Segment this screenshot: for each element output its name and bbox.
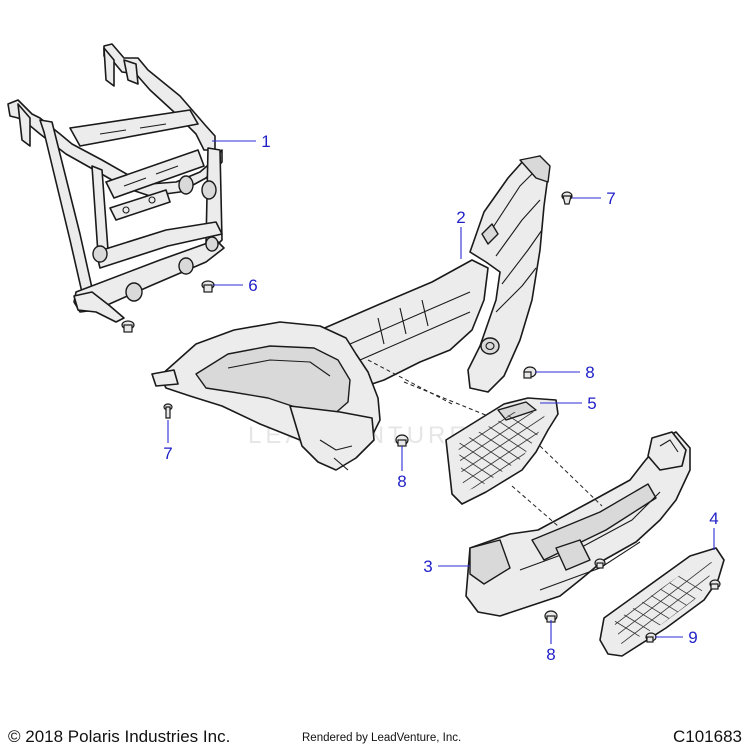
fastener-7-left[interactable] xyxy=(163,403,173,419)
callout-number-7[interactable]: 7 xyxy=(163,444,172,463)
part-1-bumper-frame[interactable] xyxy=(7,43,225,323)
fastener-6[interactable] xyxy=(201,280,215,293)
callout-number-7[interactable]: 7 xyxy=(606,189,615,208)
rendered-by-credit: Rendered by LeadVenture, Inc. xyxy=(302,732,462,744)
callout-number-8[interactable]: 8 xyxy=(397,472,406,491)
callout-number-8[interactable]: 8 xyxy=(546,645,555,664)
assembly-dashed-lines xyxy=(367,359,603,527)
fastener-8-center[interactable] xyxy=(395,434,409,447)
fastener-9[interactable] xyxy=(645,632,657,643)
part-3-lower-valance[interactable] xyxy=(465,431,691,617)
part-2-main-bumper[interactable] xyxy=(151,155,551,471)
fastener-bottom-frame[interactable] xyxy=(121,320,135,333)
part-5-grille[interactable] xyxy=(440,370,560,534)
fastener-grille-right[interactable] xyxy=(709,579,721,590)
callout-number-5[interactable]: 5 xyxy=(587,394,596,413)
part-4-lower-grille[interactable] xyxy=(599,528,730,696)
callout-number-8[interactable]: 8 xyxy=(585,363,594,382)
callout-labels: 1 2 7 6 8 5 7 8 4 3 9 8 xyxy=(163,132,718,664)
callout-number-6[interactable]: 6 xyxy=(248,276,257,295)
fastener-8-right[interactable] xyxy=(523,366,537,379)
diagram-code: C101683 xyxy=(672,727,742,746)
callout-number-2[interactable]: 2 xyxy=(456,208,465,227)
callout-number-1[interactable]: 1 xyxy=(261,132,270,151)
callout-number-4[interactable]: 4 xyxy=(709,509,718,528)
callout-number-9[interactable]: 9 xyxy=(688,628,697,647)
copyright-notice: © 2018 Polaris Industries Inc. xyxy=(8,727,231,746)
fastener-valance[interactable] xyxy=(594,558,606,569)
fastener-7-top[interactable] xyxy=(561,191,573,205)
callout-number-3[interactable]: 3 xyxy=(423,557,432,576)
